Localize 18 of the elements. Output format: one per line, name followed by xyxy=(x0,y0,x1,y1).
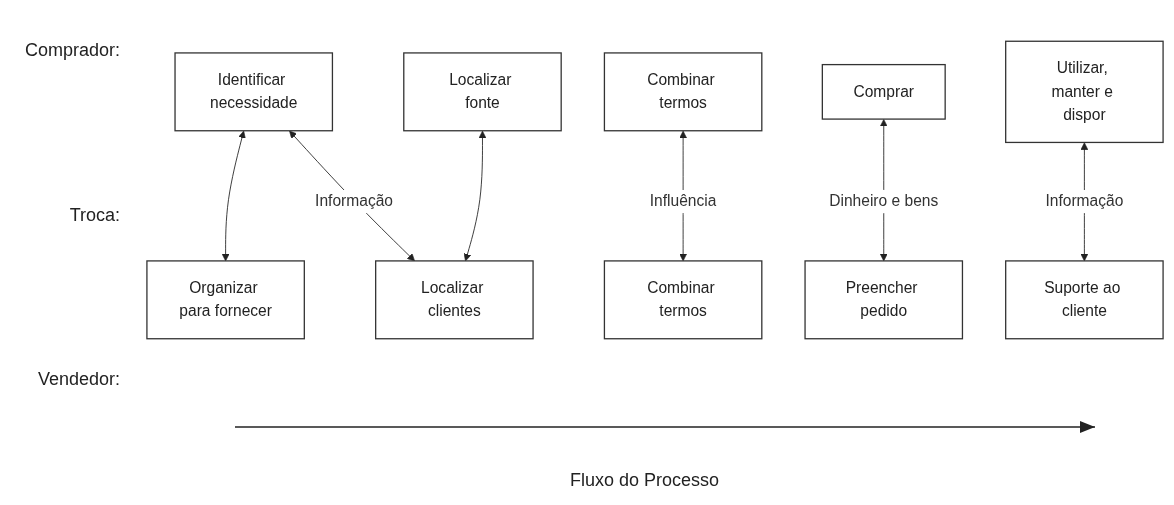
row-label: Vendedor: xyxy=(36,369,120,390)
edge-label: Dinheiro e bens xyxy=(829,192,939,210)
node-box: Organizar para fornecer xyxy=(146,260,305,340)
node-box: Preencher pedido xyxy=(804,260,964,340)
node-box: Identificar necessidade xyxy=(174,52,334,132)
node-box: Combinar termos xyxy=(603,260,763,340)
axis-label: Fluxo do Processo xyxy=(570,470,720,491)
node-box: Localizar clientes xyxy=(375,260,534,340)
node-box: Localizar fonte xyxy=(403,52,562,132)
row-label: Comprador: xyxy=(23,40,120,61)
node-box: Combinar termos xyxy=(603,52,763,132)
edge-label: Informação xyxy=(1045,192,1124,210)
node-box: Comprar xyxy=(821,63,946,120)
edge-label: Influência xyxy=(649,192,717,210)
row-label: Troca: xyxy=(68,204,120,226)
edge-label: Informação xyxy=(315,192,393,210)
node-box: Utilizar, manter e dispor xyxy=(1005,40,1164,144)
node-box: Suporte ao cliente xyxy=(1005,260,1164,340)
